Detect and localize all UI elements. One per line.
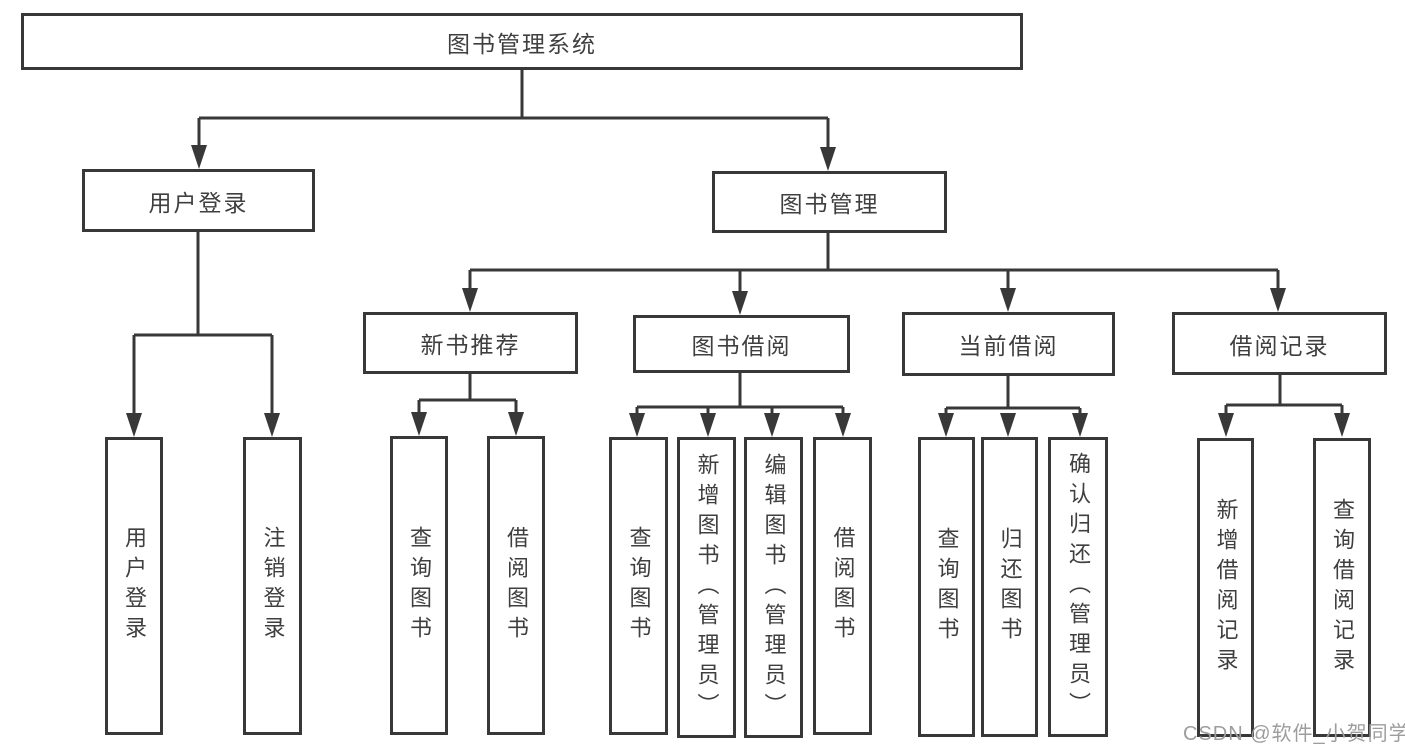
leaf-borrow-books-2: 借阅图书 — [813, 437, 872, 735]
node-root: 图书管理系统 — [21, 13, 1023, 70]
leaf-edit-book-admin: 编辑图书（管理员） — [744, 437, 803, 738]
node-book-mgmt: 图书管理 — [712, 171, 947, 233]
leaf-add-book-admin-label: 新增图书（管理员） — [694, 452, 720, 723]
node-book-borrow: 图书借阅 — [633, 315, 850, 373]
branch-user-login — [126, 232, 280, 437]
node-root-label: 图书管理系统 — [447, 30, 597, 57]
node-current-borrow-label: 当前借阅 — [958, 333, 1059, 359]
node-user-login-label: 用户登录 — [148, 189, 249, 216]
node-new-book-recommend: 新书推荐 — [363, 312, 578, 374]
leaf-user-login: 用户登录 — [105, 437, 163, 735]
node-book-mgmt-label: 图书管理 — [779, 191, 880, 217]
leaf-user-login-label: 用户登录 — [122, 526, 147, 646]
leaf-add-borrow-record: 新增借阅记录 — [1197, 438, 1254, 737]
node-new-book-recommend-label: 新书推荐 — [420, 332, 521, 358]
leaf-query-books-3: 查询图书 — [918, 437, 975, 737]
leaf-borrow-books-1-label: 借阅图书 — [504, 525, 529, 646]
node-borrow-records-label: 借阅记录 — [1229, 332, 1330, 359]
leaf-logout: 注销登录 — [243, 437, 302, 735]
branch-book-mgmt — [462, 233, 1286, 315]
node-borrow-records: 借阅记录 — [1172, 312, 1387, 375]
node-user-login: 用户登录 — [82, 169, 315, 232]
watermark-text: CSDN @软件_小贺同学 — [1183, 723, 1405, 745]
leaf-confirm-return-admin-label: 确认归还（管理员） — [1066, 452, 1091, 722]
leaf-query-books-1: 查询图书 — [390, 436, 448, 735]
branch-book-borrow — [629, 373, 851, 437]
node-current-borrow: 当前借阅 — [902, 312, 1115, 376]
leaf-query-books-2-label: 查询图书 — [626, 526, 652, 646]
branch-current-borrow — [938, 376, 1088, 437]
leaf-borrow-books-2-label: 借阅图书 — [830, 526, 856, 646]
leaf-add-borrow-record-label: 新增借阅记录 — [1213, 497, 1239, 678]
leaf-edit-book-admin-label: 编辑图书（管理员） — [761, 452, 787, 723]
leaf-query-books-1-label: 查询图书 — [407, 525, 432, 646]
leaf-logout-label: 注销登录 — [260, 526, 286, 646]
branch-root — [191, 70, 836, 171]
leaf-query-books-2: 查询图书 — [609, 437, 668, 735]
leaf-borrow-books-1: 借阅图书 — [487, 436, 545, 735]
leaf-confirm-return-admin: 确认归还（管理员） — [1048, 437, 1108, 737]
branch-new-book-recommend — [411, 374, 524, 436]
leaf-add-book-admin: 新增图书（管理员） — [677, 437, 736, 738]
leaf-return-book-label: 归还图书 — [997, 527, 1023, 647]
branch-borrow-records — [1218, 375, 1350, 437]
leaf-query-books-3-label: 查询图书 — [934, 527, 960, 647]
node-book-borrow-label: 图书借阅 — [691, 333, 792, 359]
leaf-query-borrow-record-label: 查询借阅记录 — [1330, 497, 1355, 678]
leaf-return-book: 归还图书 — [981, 437, 1038, 737]
leaf-query-borrow-record: 查询借阅记录 — [1313, 438, 1371, 737]
